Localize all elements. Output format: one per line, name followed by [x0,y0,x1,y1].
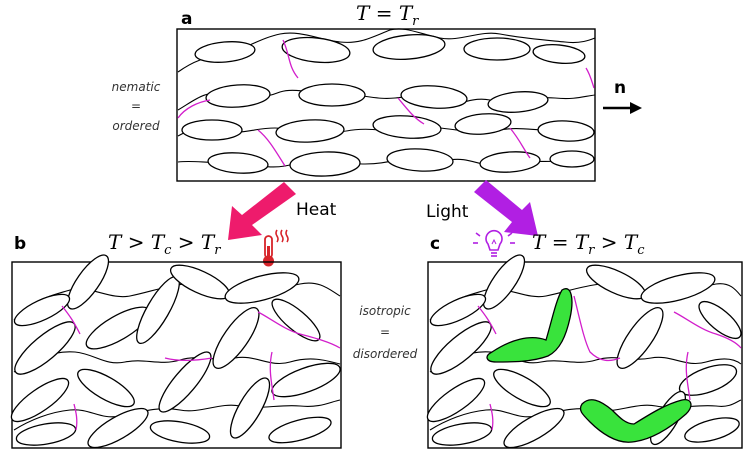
thermometer-icon [263,229,289,267]
director-arrow-icon [603,102,642,114]
panel-c-letter: c [430,234,440,254]
bent-molecule [486,288,573,363]
bent-molecule [579,399,692,443]
panel-b-letter: b [14,234,26,254]
panel-a-condition: T = Tr [356,1,419,29]
light-arrow-shape [474,180,538,236]
panel-a-molecules [177,28,596,177]
lightbulb-icon [473,229,515,257]
panel-c-condition: T = Tr > Tc [532,230,645,258]
nematic-label: nematic [112,80,161,94]
panel-c: c T = Tr > Tc [426,229,743,449]
panel-b-frame [11,261,342,449]
panel-a-letter: a [181,9,192,29]
panel-b-molecules [10,254,341,449]
panel-b: b T > Tc > Tr [10,229,342,449]
panel-c-molecules [426,254,742,449]
heat-arrow: Heat [228,182,337,240]
nematic-equals: = [131,99,141,113]
panel-a: a T = Tr [112,1,642,182]
panel-b-condition: T > Tc > Tr [108,230,221,258]
ordered-label: ordered [112,119,160,133]
heat-label: Heat [296,200,337,220]
heat-arrow-shape [228,182,296,240]
panel-c-frame [427,261,743,449]
light-label: Light [426,202,469,222]
isotropic-label: isotropic [359,304,411,318]
light-arrow: Light [426,180,538,236]
isotropic-equals: = [380,325,390,339]
director-label: n [614,78,626,98]
panel-a-frame [176,28,596,182]
disordered-label: disordered [353,347,418,361]
